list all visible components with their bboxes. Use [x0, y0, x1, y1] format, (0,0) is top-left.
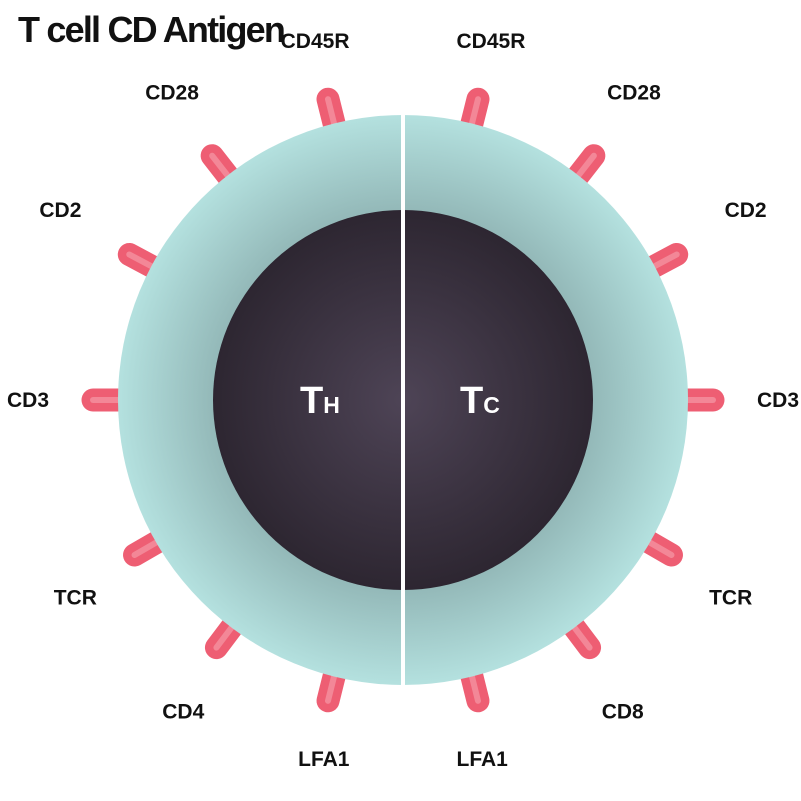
antigen-label-right-cd3: CD3 [757, 389, 799, 412]
antigen-label-right-cd28: CD28 [607, 82, 661, 105]
antigen-label-right-cd2: CD2 [725, 199, 767, 222]
diagram-title: T cell CD Antigen [18, 9, 286, 50]
th-sub: H [323, 392, 340, 418]
antigen-label-left-cd2: CD2 [39, 199, 81, 222]
tc-sub: C [483, 392, 500, 418]
antigen-label-left-cd3: CD3 [7, 389, 49, 412]
th-label: TH [300, 380, 340, 422]
antigen-label-left-cd28: CD28 [145, 82, 199, 105]
antigen-label-right-tcr: TCR [709, 587, 752, 610]
th-main: T [300, 380, 323, 422]
antigen-label-left-cd45r: CD45R [281, 30, 350, 53]
antigen-label-right-lfa1: LFA1 [457, 748, 509, 771]
antigen-label-right-cd8: CD8 [602, 700, 644, 723]
antigen-label-left-cd4: CD4 [162, 700, 204, 723]
tc-main: T [460, 380, 483, 422]
antigen-label-left-tcr: TCR [54, 587, 97, 610]
tc-label: TC [460, 380, 500, 422]
antigen-label-right-cd45r: CD45R [457, 30, 526, 53]
antigen-label-left-lfa1: LFA1 [298, 748, 350, 771]
